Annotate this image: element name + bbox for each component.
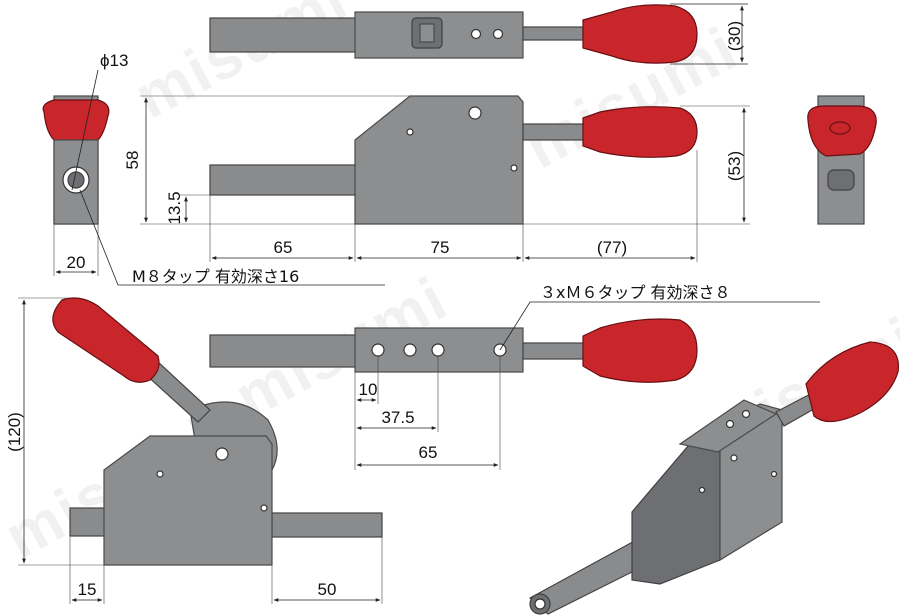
lever-knob [52,297,160,383]
iso-knob [805,341,900,423]
iso-shaft-bore [534,598,546,610]
isometric-view [528,341,900,615]
top-knob [582,4,698,64]
front-hole-small-1 [406,128,414,136]
len-body-label: 75 [431,238,450,257]
lever-shaft-right [271,512,383,538]
front-knob [582,106,698,158]
hole-65-label: 65 [419,443,438,462]
iso-top-hole-1 [725,419,735,429]
bottom-handle-rod [522,342,586,360]
len-handle-label: (77) [597,238,627,257]
lever-body [103,435,273,566]
front-view: 58 13.5 (53) 65 75 (77) [123,95,750,262]
lever-right-label: 50 [318,580,337,599]
lever-hole-small-2 [260,504,268,512]
front-right-label: (53) [725,151,744,181]
hole-10-label: 10 [359,380,378,399]
top-slot-inner [419,23,435,43]
lever-shaft-left [69,507,111,537]
front-hole-large [468,106,482,120]
iso-side-hole-3 [770,470,778,478]
top-view: (30) [209,3,748,65]
iso-side-hole-1 [730,454,738,462]
lever-left-label: 15 [78,580,97,599]
iso-side-hole-2 [698,486,706,494]
hole-37-5-label: 37.5 [381,408,414,427]
right-knob-top [829,121,851,135]
diameter-leader [71,69,99,191]
bottom-knob [582,318,698,383]
side-shaft-inner [67,171,85,189]
lever-hole-large [215,447,229,461]
left-side-view: ϕ13 20 M８タップ 有効深さ16 [42,51,385,286]
front-offset-label: 13.5 [165,191,184,224]
lever-height-label: (120) [5,412,24,452]
lever-hole-small-1 [156,470,164,478]
diameter-label: ϕ13 [100,51,128,70]
top-hole-2 [492,28,504,40]
right-slot [827,169,855,191]
front-body [354,95,524,225]
front-handle-rod [522,123,586,141]
lever-view: (120) 15 50 [5,297,383,604]
bottom-shaft [209,334,361,368]
m6-note: ３xＭ６タップ 有効深さ８ [540,283,731,302]
top-hole-1 [470,28,482,40]
side-width-label: 20 [67,253,86,272]
top-shaft [209,17,361,53]
top-handle-rod [522,26,586,41]
front-shaft [209,164,361,196]
m8-note: M８タップ 有効深さ16 [132,267,299,286]
side-knob [42,99,110,141]
front-hole-small-2 [510,164,518,172]
top-height-label: (30) [725,21,744,51]
front-height-label: 58 [123,151,142,170]
bottom-hole-3 [431,343,445,357]
m6-leader [499,301,820,351]
len-shaft-label: 65 [274,238,293,257]
iso-body-face [631,431,721,585]
iso-top-hole-2 [741,409,751,419]
right-side-view [807,95,877,225]
bottom-view: ３xＭ６タップ 有効深さ８ 10 37.5 65 [209,283,820,470]
m8-leader [79,189,385,286]
bottom-hole-2 [403,343,417,357]
bottom-hole-1 [371,343,385,357]
